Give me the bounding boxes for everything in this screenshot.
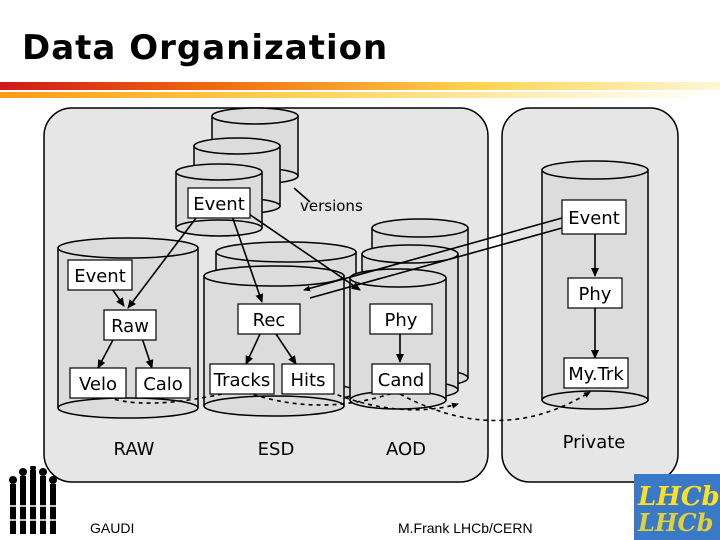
node-hits-label: Hits	[291, 370, 326, 391]
node-event-right: Event	[561, 199, 627, 235]
node-tracks-label: Tracks	[213, 370, 270, 391]
footer-author: M.Frank LHCb/CERN	[398, 520, 533, 536]
lhcb-logo-text: LHCb	[638, 482, 720, 512]
versions-label: versions	[300, 197, 363, 215]
node-event-left-label: Event	[74, 266, 126, 287]
node-phy-right: Phy	[567, 277, 623, 309]
node-event-top-label: Event	[193, 194, 245, 215]
footer-gaudi: GAUDI	[90, 520, 135, 536]
node-rec: Rec	[237, 303, 301, 335]
lhcb-logo-reflection: LHCb	[638, 508, 714, 537]
cern-logo-icon	[9, 466, 57, 534]
node-velo: Velo	[69, 367, 127, 399]
node-hits: Hits	[281, 363, 335, 395]
node-phy-mid-label: Phy	[385, 310, 418, 331]
page-title: Data Organization	[22, 28, 389, 68]
node-velo-label: Velo	[79, 374, 117, 395]
node-mytrk-label: My.Trk	[568, 364, 624, 385]
lhcb-logo: LHCb LHCb	[634, 474, 720, 540]
node-phy-right-label: Phy	[579, 284, 612, 305]
node-tracks: Tracks	[209, 363, 275, 395]
node-phy-mid: Phy	[369, 303, 433, 335]
node-calo-label: Calo	[143, 374, 183, 395]
group-label-raw: RAW	[114, 439, 155, 460]
node-event-left: Event	[67, 259, 133, 291]
node-raw: Raw	[103, 309, 157, 341]
node-mytrk: My.Trk	[563, 357, 629, 389]
node-calo: Calo	[135, 367, 191, 399]
group-label-esd: ESD	[258, 439, 295, 460]
group-label-aod: AOD	[386, 439, 426, 460]
group-label-private: Private	[563, 432, 626, 453]
title-underline	[0, 82, 720, 100]
node-cand-label: Cand	[378, 370, 424, 391]
node-rec-label: Rec	[253, 310, 286, 331]
node-event-top: Event	[187, 187, 251, 219]
node-raw-label: Raw	[111, 316, 149, 337]
node-cand: Cand	[371, 363, 431, 395]
node-event-right-label: Event	[568, 208, 620, 229]
